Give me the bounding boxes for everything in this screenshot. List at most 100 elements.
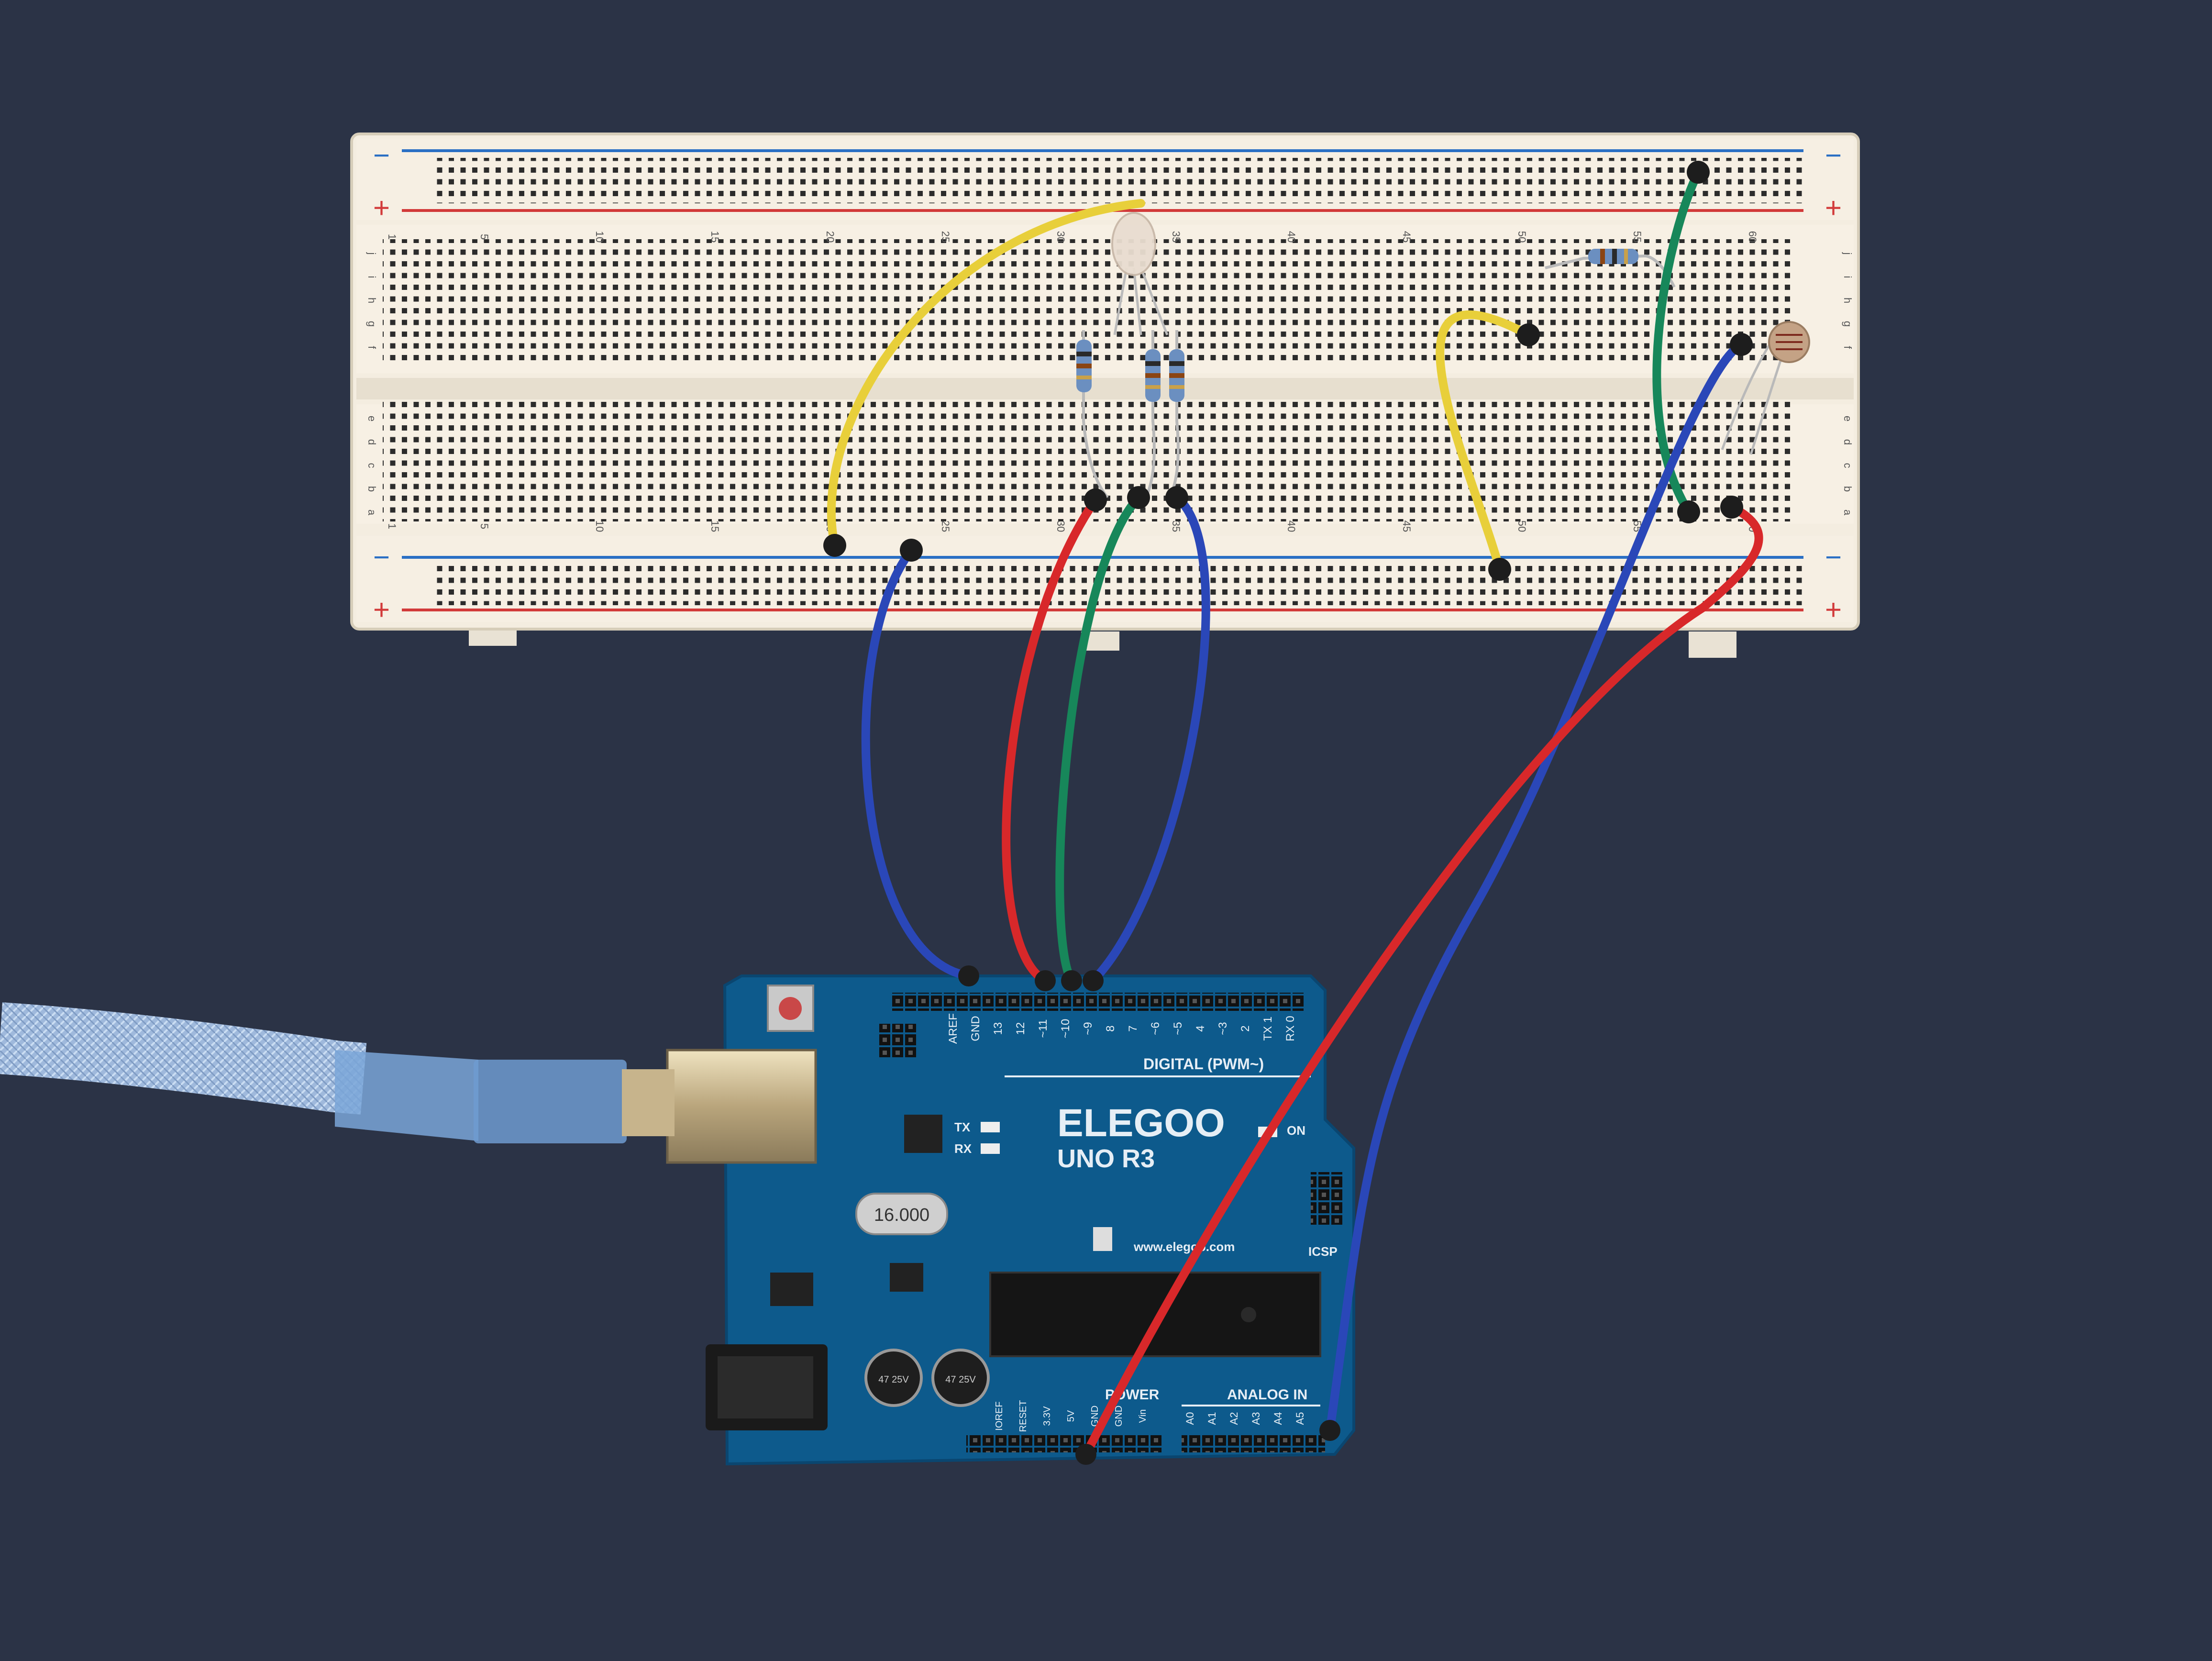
column-number: 45 xyxy=(1401,231,1413,243)
photoresistor xyxy=(1721,321,1810,455)
digital-header[interactable] xyxy=(892,993,1304,1011)
digital-pin-label: AREF xyxy=(947,1013,960,1044)
digital-pin-label: GND xyxy=(969,1016,982,1041)
column-number: 10 xyxy=(594,231,606,243)
arduino-uno-board: 16.000 47 25V 47 25V ELEGOO UNO R3 www.e… xyxy=(666,974,1355,1466)
column-number: 1 xyxy=(386,234,398,240)
power-pin-label: 3.3V xyxy=(1042,1406,1052,1426)
row-letter: j xyxy=(1842,252,1854,255)
wire-yellow-right xyxy=(1436,310,1533,574)
column-number: 25 xyxy=(940,520,951,532)
digital-pin-label: RX 0 xyxy=(1284,1016,1297,1041)
atmega-chip xyxy=(989,1272,1321,1357)
digital-pin-label: ~5 xyxy=(1172,1022,1184,1035)
column-number: 15 xyxy=(709,520,721,532)
power-pin-label: RESET xyxy=(1018,1400,1029,1432)
power-pin-label: IOREF xyxy=(994,1401,1005,1430)
column-number: 5 xyxy=(478,234,490,240)
capacitor-1 xyxy=(864,1349,923,1407)
row-letter: a xyxy=(366,509,378,516)
row-letter: g xyxy=(366,321,378,327)
tx-label: TX xyxy=(954,1120,971,1134)
column-number: 40 xyxy=(1285,231,1297,243)
row-letter: b xyxy=(1842,486,1854,492)
column-number: 40 xyxy=(1285,520,1297,532)
column-number: 55 xyxy=(1631,231,1643,243)
digital-pin-label: 2 xyxy=(1239,1025,1252,1031)
digital-pin-label: ~9 xyxy=(1082,1022,1095,1035)
digital-pin-label: 13 xyxy=(992,1022,1005,1035)
digital-pin-label: ~6 xyxy=(1149,1022,1162,1035)
digital-pin-label: ~11 xyxy=(1037,1019,1050,1038)
icsp-header xyxy=(1311,1172,1344,1225)
rail-plus-label-bottom-right: + xyxy=(1825,594,1842,626)
capacitor-2-label: 47 25V xyxy=(945,1374,976,1385)
row-letter: i xyxy=(366,276,378,278)
wire-red-5v xyxy=(1082,503,1763,1459)
analog-in-label: ANALOG IN xyxy=(1227,1387,1307,1403)
wire-yellow-led xyxy=(827,199,1145,550)
row-letter: e xyxy=(366,416,378,421)
model-label: UNO R3 xyxy=(1057,1144,1155,1173)
wire-blue-gnd xyxy=(861,546,973,980)
row-letter: e xyxy=(1842,416,1854,421)
capacitor-1-label: 47 25V xyxy=(878,1374,909,1385)
usb-interface-chip xyxy=(904,1115,942,1153)
column-number: 45 xyxy=(1401,520,1413,532)
rail-minus-label-bottom: − xyxy=(373,541,390,573)
row-letter: f xyxy=(1842,346,1854,349)
column-number: 50 xyxy=(1516,231,1528,243)
usb-cable xyxy=(0,1002,675,1143)
rail-minus-label-bottom-right: − xyxy=(1825,541,1842,573)
wire-blue-pin9 xyxy=(1089,493,1210,985)
row-letter: h xyxy=(366,298,378,303)
row-letter: c xyxy=(366,463,378,468)
digital-pin-label: 7 xyxy=(1127,1025,1139,1031)
digital-pin-label: 8 xyxy=(1104,1025,1117,1031)
wire-red-pin11 xyxy=(1002,496,1100,985)
column-number: 50 xyxy=(1516,520,1528,532)
row-letter: d xyxy=(1842,439,1854,445)
digital-pin-label: ~3 xyxy=(1217,1022,1229,1035)
crystal-label: 16.000 xyxy=(874,1205,929,1225)
row-letter: b xyxy=(366,486,378,492)
column-number: 25 xyxy=(940,231,951,243)
power-header[interactable] xyxy=(966,1435,1162,1452)
brand-logo: ELEGOO xyxy=(1057,1101,1225,1145)
wire-blue-a0 xyxy=(1326,340,1746,1435)
rail-minus-label-right: − xyxy=(1825,139,1842,171)
on-label: ON xyxy=(1287,1123,1305,1138)
column-number: 30 xyxy=(1055,231,1067,243)
row-letter: g xyxy=(1842,321,1854,327)
tx-led xyxy=(981,1122,1000,1132)
column-number: 60 xyxy=(1747,231,1759,243)
ldr-resistor xyxy=(1545,249,1676,288)
analog-header[interactable] xyxy=(1182,1435,1325,1452)
analog-pin-label: A1 xyxy=(1206,1412,1218,1425)
column-number: 20 xyxy=(824,231,836,243)
row-letter: i xyxy=(1842,276,1854,278)
wire-green-pin10 xyxy=(1055,493,1143,985)
column-number: 5 xyxy=(478,523,490,529)
column-number: 1 xyxy=(386,523,398,529)
row-letter: d xyxy=(366,439,378,445)
rx-led xyxy=(981,1143,1000,1154)
reset-button[interactable] xyxy=(767,985,814,1032)
rx-label: RX xyxy=(954,1141,972,1156)
rail-plus-label: + xyxy=(373,192,390,224)
analog-pin-label: A5 xyxy=(1294,1412,1306,1425)
digital-pin-label: TX 1 xyxy=(1261,1017,1274,1041)
digital-pin-label: ~10 xyxy=(1059,1019,1072,1039)
analog-pin-label: A4 xyxy=(1272,1412,1284,1425)
rail-minus-label: − xyxy=(373,139,390,171)
row-letter: j xyxy=(366,252,378,255)
column-number: 30 xyxy=(1055,520,1067,532)
rgb-led xyxy=(1111,212,1169,335)
digital-pwm-label: DIGITAL (PWM~) xyxy=(1143,1055,1264,1073)
